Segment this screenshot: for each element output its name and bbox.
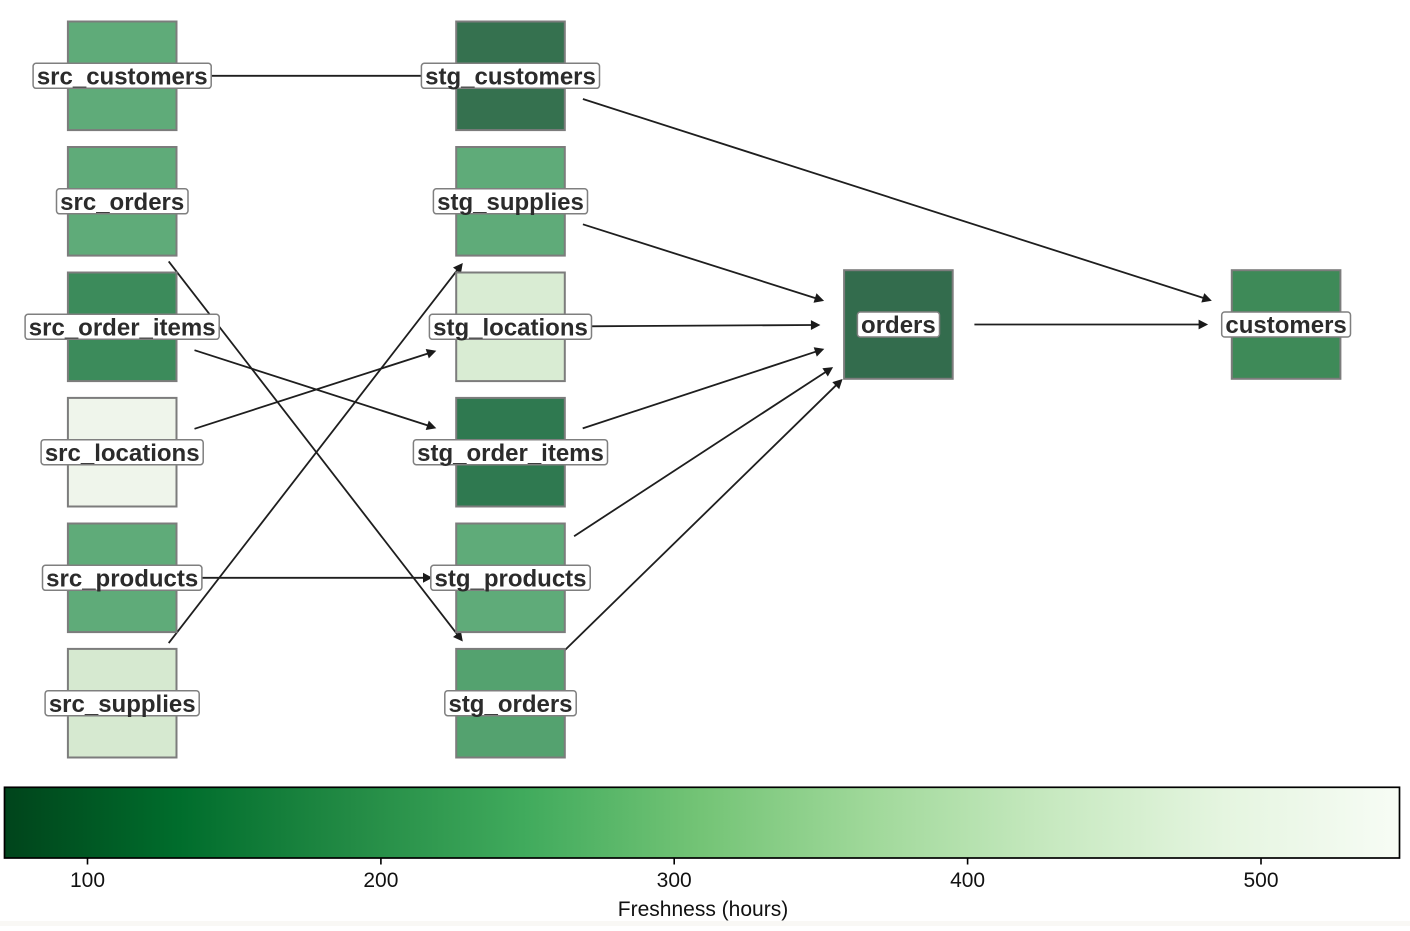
svg-text:400: 400 <box>950 869 985 892</box>
svg-text:300: 300 <box>657 869 692 892</box>
svg-text:src_order_items: src_order_items <box>29 314 216 341</box>
svg-text:500: 500 <box>1243 869 1278 892</box>
svg-text:Freshness (hours): Freshness (hours) <box>618 898 788 921</box>
svg-text:stg_orders: stg_orders <box>448 691 572 718</box>
svg-text:stg_locations: stg_locations <box>433 314 588 341</box>
svg-text:orders: orders <box>861 312 936 339</box>
svg-text:stg_supplies: stg_supplies <box>437 189 584 216</box>
svg-text:src_locations: src_locations <box>45 440 200 467</box>
svg-text:stg_customers: stg_customers <box>425 63 596 90</box>
svg-text:customers: customers <box>1225 312 1346 339</box>
svg-text:200: 200 <box>363 869 398 892</box>
svg-text:src_orders: src_orders <box>60 189 184 216</box>
svg-text:stg_products: stg_products <box>434 565 586 592</box>
svg-text:stg_order_items: stg_order_items <box>417 440 604 467</box>
svg-text:100: 100 <box>70 869 105 892</box>
svg-text:src_customers: src_customers <box>37 63 208 90</box>
svg-text:src_products: src_products <box>46 565 198 592</box>
svg-text:src_supplies: src_supplies <box>49 691 196 718</box>
